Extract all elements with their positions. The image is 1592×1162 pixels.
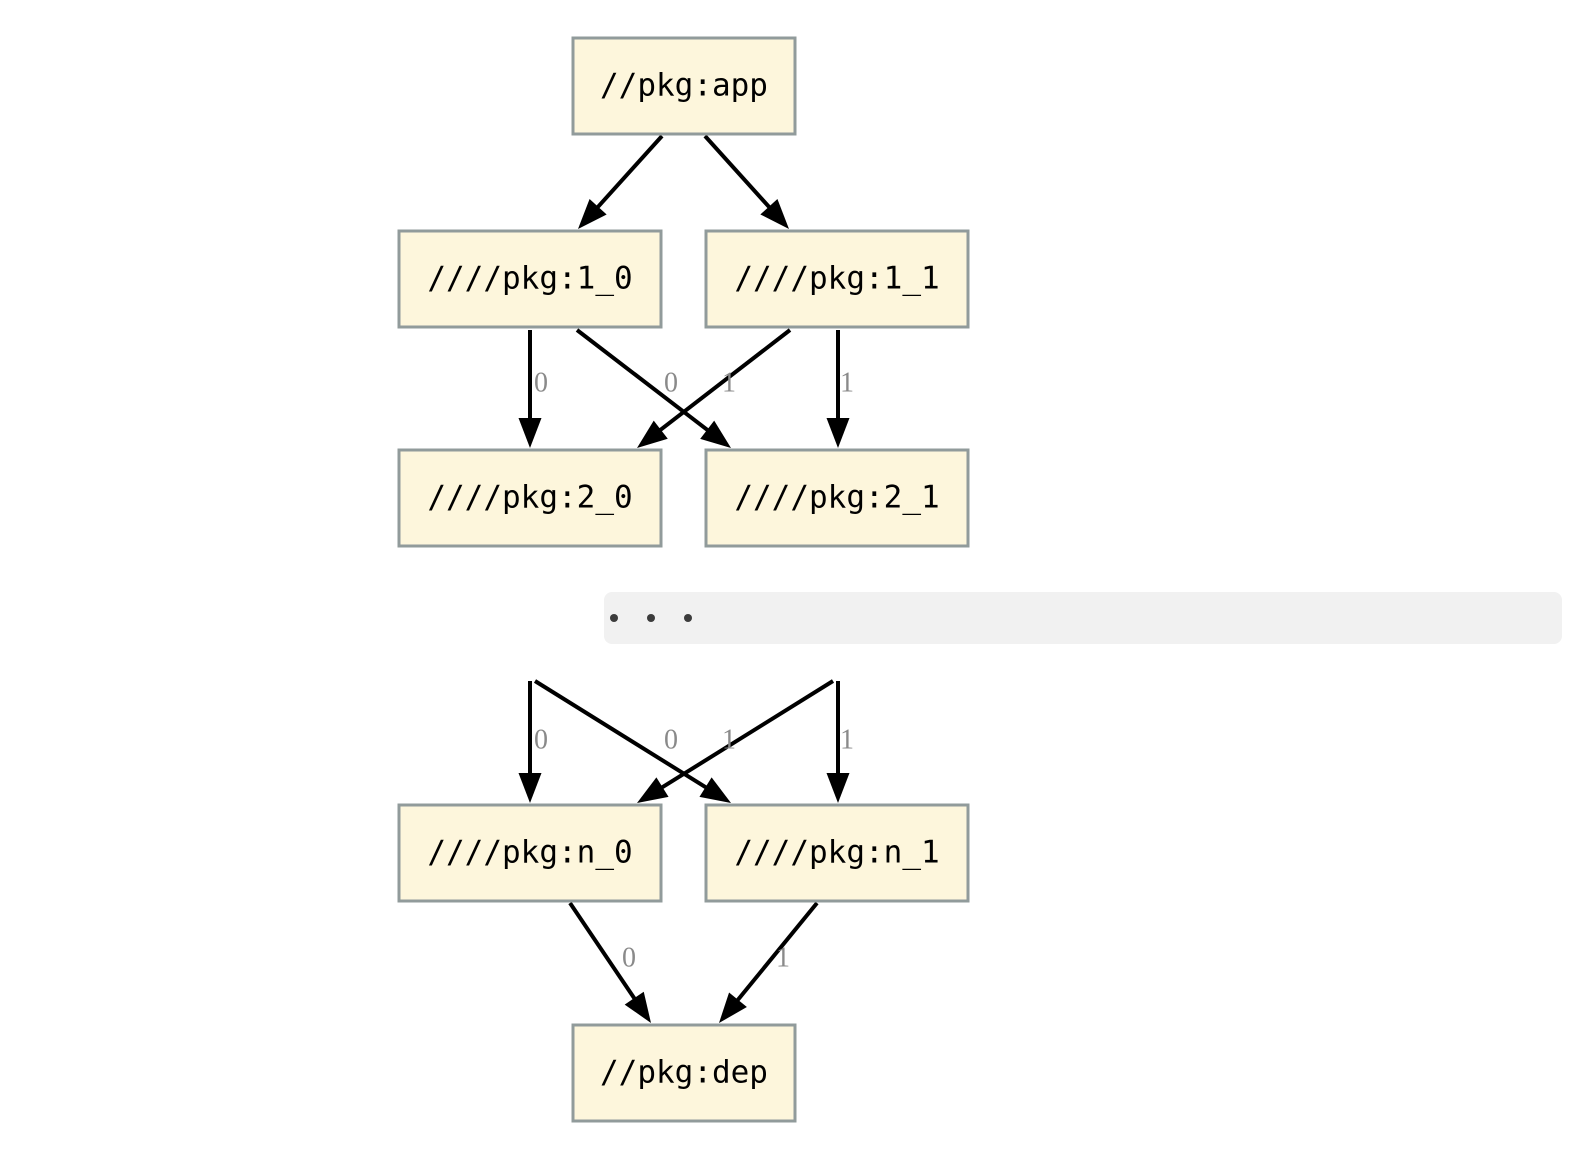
- edge-label: 0: [534, 367, 548, 398]
- edge-labels-group: 0 0 1 1 0 0 1 1 0 1: [534, 367, 854, 973]
- node-label: ////pkg:n_0: [427, 835, 632, 871]
- graph-edge: [575, 328, 731, 448]
- edge-label: 1: [722, 724, 736, 755]
- graph-node-ln_0[interactable]: ////pkg:n_0: [397, 803, 663, 903]
- graph-node-l1_0[interactable]: ////pkg:1_0: [397, 229, 663, 329]
- node-box[interactable]: [704, 229, 970, 329]
- arrowhead-icon: [760, 199, 789, 229]
- node-label: //pkg:dep: [600, 1055, 768, 1091]
- graph-edge: [826, 681, 850, 803]
- graph-node-l1_1[interactable]: ////pkg:1_1: [704, 229, 970, 329]
- node-label: ////pkg:2_1: [734, 480, 939, 516]
- node-label: ////pkg:1_0: [427, 261, 632, 297]
- edges-group: [518, 134, 850, 1023]
- node-box[interactable]: [571, 36, 797, 136]
- arrowhead-icon: [826, 418, 850, 448]
- graph-edge: [826, 330, 850, 448]
- edge-line: [592, 134, 664, 213]
- ellipsis-dot-1: [647, 614, 655, 622]
- arrowhead-icon: [699, 777, 731, 803]
- arrowhead-icon: [637, 777, 669, 803]
- arrowhead-icon: [700, 420, 731, 448]
- edge-line: [533, 679, 712, 793]
- arrowhead-icon: [578, 199, 607, 229]
- node-label: //pkg:app: [600, 68, 768, 104]
- ellipsis-dot-0: [610, 614, 618, 622]
- edge-label: 0: [534, 724, 548, 755]
- graph-edge: [533, 679, 731, 803]
- ellipsis-dot-2: [684, 614, 692, 622]
- graph-node-l2_1[interactable]: ////pkg:2_1: [704, 448, 970, 548]
- graph-edge: [518, 681, 542, 803]
- node-box[interactable]: [704, 448, 970, 548]
- node-box[interactable]: [571, 1023, 797, 1123]
- graph-node-l2_0[interactable]: ////pkg:2_0: [397, 448, 663, 548]
- graph-edge: [578, 134, 664, 229]
- node-label: ////pkg:n_1: [734, 835, 939, 871]
- arrowhead-icon: [624, 991, 651, 1023]
- edge-label: 1: [722, 367, 736, 398]
- edge-label: 1: [776, 942, 790, 973]
- arrowhead-icon: [826, 773, 850, 803]
- arrowhead-icon: [719, 992, 747, 1023]
- node-box[interactable]: [397, 448, 663, 548]
- graph-node-dep[interactable]: //pkg:dep: [571, 1023, 797, 1123]
- node-label: ////pkg:2_0: [427, 480, 632, 516]
- edge-line: [654, 328, 792, 435]
- arrowhead-icon: [518, 773, 542, 803]
- node-box[interactable]: [397, 229, 663, 329]
- node-label: ////pkg:1_1: [734, 261, 939, 297]
- edge-label: 1: [840, 367, 854, 398]
- edge-line: [703, 134, 775, 213]
- graph-edge: [518, 330, 542, 448]
- continuation-band: [604, 592, 1562, 644]
- node-box[interactable]: [704, 803, 970, 903]
- edge-line: [656, 679, 835, 793]
- arrowhead-icon: [518, 418, 542, 448]
- continuation-ellipsis-icon: [610, 614, 721, 622]
- graph-edge: [703, 134, 789, 229]
- edge-label: 0: [664, 724, 678, 755]
- arrowhead-icon: [637, 420, 668, 448]
- graph-node-ln_1[interactable]: ////pkg:n_1: [704, 803, 970, 903]
- graph-node-app[interactable]: //pkg:app: [571, 36, 797, 136]
- edge-label: 0: [664, 367, 678, 398]
- edge-label: 0: [622, 942, 636, 973]
- nodes-group: //pkg:app ////pkg:1_0 ////pkg:1_1 ////pkg:2…: [397, 36, 970, 1123]
- edge-line: [732, 901, 819, 1006]
- graph-edge: [568, 901, 651, 1023]
- graph-edge: [637, 679, 835, 803]
- graph-edge: [719, 901, 819, 1023]
- node-box[interactable]: [397, 803, 663, 903]
- edge-line: [568, 901, 640, 1005]
- edge-label: 1: [840, 724, 854, 755]
- edge-line: [575, 328, 714, 435]
- graph-edge: [637, 328, 792, 448]
